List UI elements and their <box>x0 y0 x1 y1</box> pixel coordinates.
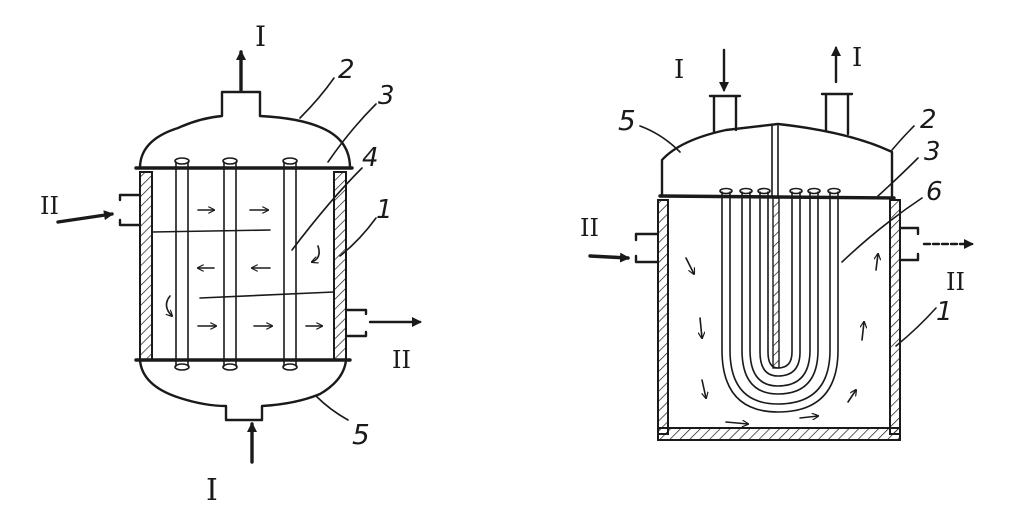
right-central-divider <box>772 197 780 369</box>
right-head-partition <box>771 125 779 197</box>
left-tube-bundle <box>174 157 298 371</box>
left-baffle-lower <box>199 291 335 299</box>
right-shell-wall-left <box>657 199 669 435</box>
left-callout-1-leader <box>339 217 377 257</box>
left-side-inlet-arrow <box>56 210 114 224</box>
left-top-cap <box>138 90 352 170</box>
right-callout-5-leader <box>639 125 681 153</box>
right-callout-1: 1 <box>936 297 953 327</box>
right-outlet-top-nozzle <box>820 92 854 136</box>
right-inlet-side-nozzle <box>634 232 660 264</box>
right-callout-3-leader <box>877 157 919 197</box>
left-shell-flow-arrows <box>166 210 322 326</box>
right-shell-bottom <box>657 427 901 441</box>
left-exchanger: I I II II 2 3 4 1 5 <box>40 20 422 508</box>
right-outlet-side-nozzle <box>898 226 920 262</box>
right-callout-5: 5 <box>618 104 636 137</box>
right-u-tube-bundle <box>719 187 841 413</box>
right-callout-6: 6 <box>926 177 943 207</box>
left-callout-4: 4 <box>362 143 379 173</box>
right-head-cover <box>660 122 894 200</box>
left-callout-1: 1 <box>376 195 393 225</box>
right-label-top-outlet-stream: I <box>852 43 862 73</box>
left-callout-2: 2 <box>338 55 355 85</box>
right-callout-1-leader <box>895 307 937 347</box>
left-outlet-nozzle <box>344 308 368 338</box>
left-label-outlet-stream: II <box>392 346 411 374</box>
left-callout-4-leader <box>291 167 363 251</box>
right-label-side-outlet-stream: II <box>946 268 965 296</box>
left-shell-wall-right <box>333 171 347 361</box>
right-callout-2: 2 <box>920 105 937 135</box>
left-shell-wall-left <box>139 171 153 361</box>
left-callout-3: 3 <box>378 81 395 111</box>
left-label-bottom-stream: I <box>206 473 218 508</box>
right-label-side-inlet-stream: II <box>580 214 599 242</box>
right-exchanger: I I II II 5 2 3 6 1 <box>580 43 974 441</box>
right-callout-2-leader <box>891 125 915 151</box>
right-side-inlet-arrow <box>588 252 630 263</box>
left-callout-5-leader <box>315 395 349 421</box>
left-callout-2-leader <box>299 77 335 119</box>
left-callout-3-leader <box>327 103 377 163</box>
left-label-inlet-stream: II <box>40 192 59 220</box>
right-label-top-inlet-stream: I <box>674 55 684 85</box>
left-label-top-stream: I <box>255 20 266 53</box>
right-tube-sheet <box>658 194 896 200</box>
left-inlet-nozzle <box>118 193 142 227</box>
left-callout-5: 5 <box>352 418 370 451</box>
right-shell-wall-right <box>889 199 901 435</box>
left-bottom-cap <box>138 358 348 422</box>
left-baffle-upper <box>151 229 271 233</box>
right-shell-flow-arrows <box>685 254 878 424</box>
right-callout-6-leader <box>841 197 923 263</box>
right-inlet-top-nozzle <box>708 94 742 134</box>
right-callout-3: 3 <box>924 137 941 167</box>
